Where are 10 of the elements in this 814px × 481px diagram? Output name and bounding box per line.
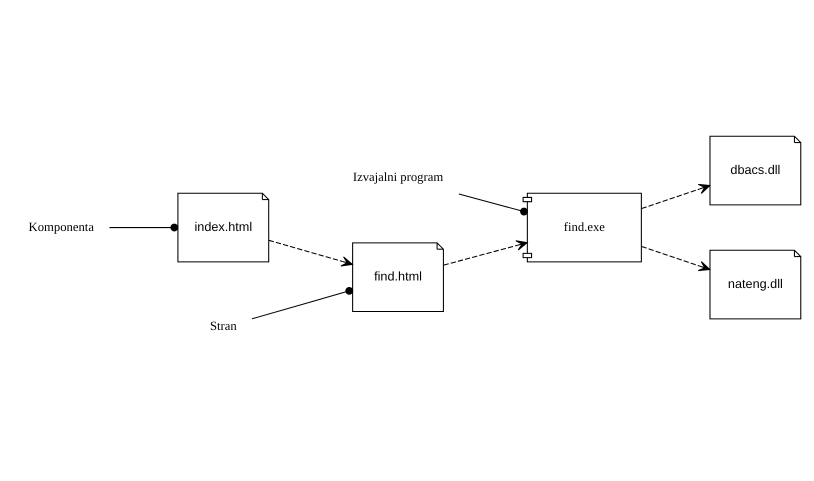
arrow	[642, 183, 710, 209]
node-text: Stran	[210, 318, 237, 333]
arrow	[444, 240, 528, 266]
arrow	[268, 239, 353, 266]
node-text: Izvajalni program	[352, 170, 444, 184]
node-text: Komponenta	[28, 219, 94, 234]
connector	[252, 286, 354, 319]
arrow	[642, 246, 710, 271]
connector	[109, 223, 178, 231]
connector	[458, 193, 528, 215]
